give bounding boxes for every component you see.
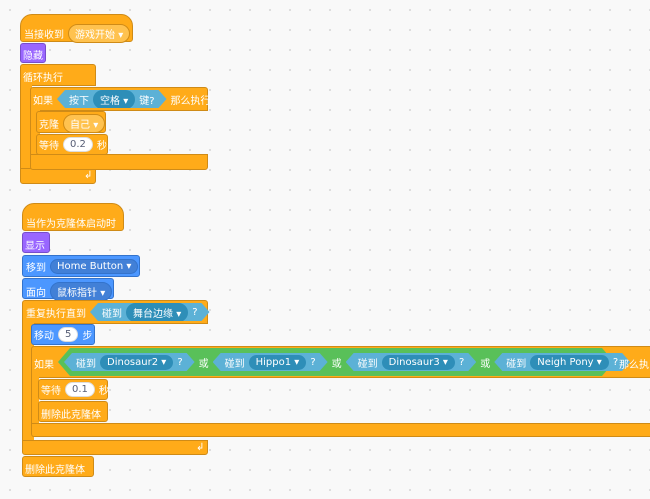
chevron-down-icon: ▾ [442,356,448,368]
touching-target-dropdown[interactable]: Dinosaur2 ▾ [100,355,173,370]
touching-target-dropdown[interactable]: Dinosaur3 ▾ [382,355,455,370]
touching-target-value: Neigh Pony [537,356,594,368]
chevron-down-icon: ▾ [176,308,182,320]
key-pressed-boolean[interactable]: 按下 空格 ▾ 键? [57,90,167,108]
delete-clone-label: 删除此克隆体 [41,410,101,421]
wait-seconds-input[interactable]: 0.1 [65,382,95,397]
or-label: 或 [331,358,342,370]
touching-hippo1-boolean[interactable]: 碰到 Hippo1 ▾ ? [213,353,328,371]
question-mark: ? [458,356,465,368]
touching-target-dropdown[interactable]: Hippo1 ▾ [249,355,307,370]
touching-edge-value: 舞台边缘 [133,308,173,320]
touching-label: 碰到 [506,358,527,370]
go-to-target-dropdown[interactable]: Home Button ▾ [50,259,139,274]
repeat-until-bottom [22,440,208,455]
clone-label: 克隆 [39,120,59,131]
chevron-down-icon: ▾ [294,356,300,368]
touching-target-value: Dinosaur2 [107,356,159,368]
message-dropdown-value: 游戏开始 [75,30,115,41]
loop-arrow-icon: ↲ [196,442,205,453]
question-mark: ? [192,306,198,318]
wait-label: 等待 [39,141,59,152]
show-label: 显示 [25,241,45,252]
question-mark: ? [177,356,183,368]
clone-target-dropdown[interactable]: 自己 ▾ [63,114,106,133]
question-mark: ? [612,356,619,368]
wait-unit: 秒 [98,386,109,397]
chevron-down-icon: ▾ [126,261,132,272]
show-block[interactable] [22,232,50,253]
wait-unit: 秒 [96,141,107,152]
then-label: 那么执 [619,360,649,371]
then-label: 那么执行 [170,95,211,107]
when-clone-start-label: 当作为克隆体启动时 [26,219,116,230]
delete-clone-end-label: 删除此克隆体 [25,465,85,476]
wait-label: 等待 [41,386,61,397]
forever-arm [20,85,32,170]
go-to-label: 移到 [26,263,46,274]
or-label: 或 [480,358,491,370]
touching-target-value: Dinosaur3 [388,356,440,368]
move-steps-input[interactable]: 5 [58,327,79,342]
forever-block[interactable] [20,64,96,86]
hide-label: 隐藏 [23,51,43,62]
touching-label: 碰到 [76,358,96,370]
chevron-down-icon: ▾ [118,30,124,41]
if-label: 如果 [34,360,54,371]
chevron-down-icon: ▾ [93,120,99,131]
point-target-dropdown[interactable]: 鼠标指针 ▾ [50,282,113,301]
delete-clone-block[interactable] [38,401,108,422]
loop-arrow-icon: ↲ [84,170,93,181]
if-label: 如果 [33,95,53,107]
if-touching-arm [31,376,39,424]
chevron-down-icon: ▾ [161,356,167,368]
hide-block[interactable] [20,43,46,63]
wait-seconds-input[interactable]: 0.2 [63,137,93,152]
repeat-until-label: 重复执行直到 [26,308,86,320]
touching-target-value: Hippo1 [255,356,292,368]
forever-label: 循环执行 [23,73,63,84]
clone-target-value: 自己 [70,120,90,131]
point-target-value: 鼠标指针 [57,288,97,299]
when-receive-label: 当接收到 [24,30,64,41]
chevron-down-icon: ▾ [596,356,602,368]
touching-label: 碰到 [102,308,122,320]
touching-dinosaur2-boolean[interactable]: 碰到 Dinosaur2 ▾ ? [64,353,195,371]
move-label: 移动 [34,331,54,342]
question-mark: ? [310,356,316,368]
touching-edge-boolean[interactable]: 碰到 舞台边缘 ▾ ? [90,303,210,321]
if-touching-bottom [31,423,650,437]
key-pressed-label: 按下 [69,95,89,107]
touching-label: 碰到 [224,358,245,370]
if-arm [30,110,40,156]
touching-neigh-pony-boolean[interactable]: 碰到 Neigh Pony ▾ ? [494,353,630,371]
message-dropdown[interactable]: 游戏开始 ▾ [68,24,131,43]
key-suffix: 键? [139,95,155,107]
when-clone-start-hat-block[interactable] [22,203,124,231]
chevron-down-icon: ▾ [100,288,106,299]
point-towards-label: 面向 [26,288,46,299]
key-dropdown-value: 空格 [100,95,120,107]
go-to-target-value: Home Button [57,261,124,272]
chevron-down-icon: ▾ [123,95,129,107]
touching-edge-dropdown[interactable]: 舞台边缘 ▾ [126,303,188,322]
touching-target-dropdown[interactable]: Neigh Pony ▾ [530,355,609,370]
key-dropdown[interactable]: 空格 ▾ [93,90,135,109]
or-label: 或 [198,358,209,370]
touching-label: 碰到 [357,358,378,370]
if-bottom [30,154,208,170]
touching-dinosaur3-boolean[interactable]: 碰到 Dinosaur3 ▾ ? [346,353,477,371]
delete-clone-end-block[interactable] [22,456,94,477]
move-unit: 步 [82,331,93,342]
